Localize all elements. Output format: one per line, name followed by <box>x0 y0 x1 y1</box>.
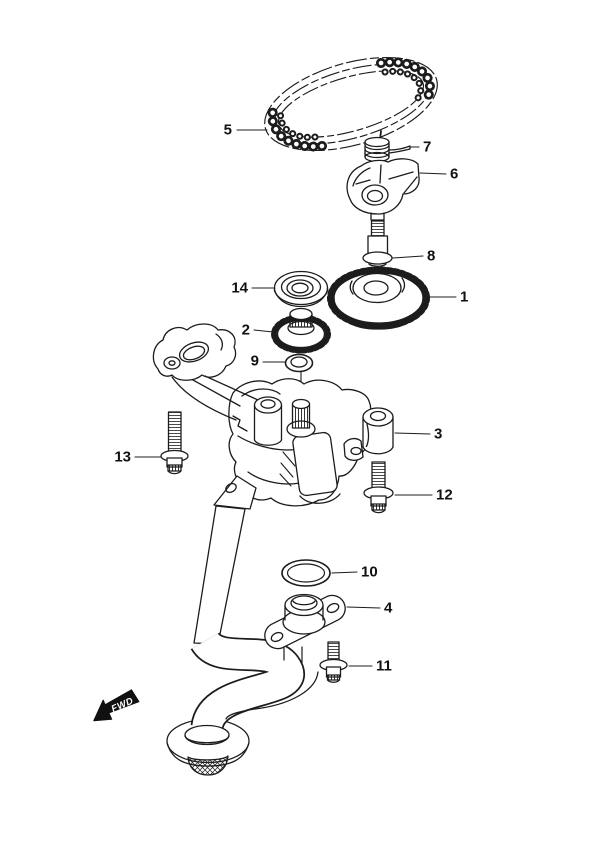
pump-gear <box>271 307 331 354</box>
callout-2: 2 <box>242 322 274 339</box>
chain-tensioner <box>346 158 420 221</box>
body-bolt-12 <box>363 461 394 514</box>
oil-pump-body <box>152 323 394 507</box>
svg-text:4: 4 <box>384 600 393 617</box>
svg-text:1: 1 <box>460 289 468 306</box>
flange-bolt-11 <box>319 641 348 683</box>
callout-10: 10 <box>331 564 378 581</box>
callout-13: 13 <box>114 449 162 466</box>
callout-3: 3 <box>394 426 442 443</box>
svg-text:8: 8 <box>427 248 435 265</box>
callout-1: 1 <box>427 289 468 306</box>
callout-5: 5 <box>224 122 268 139</box>
diagram-lines: FWD 5 7 6 8 14 <box>93 57 468 776</box>
pump-driveshaft <box>286 398 316 438</box>
pickup-flange <box>264 593 346 650</box>
pickup-tube-and-strainer <box>166 630 319 776</box>
tensioner-bolt <box>362 220 393 267</box>
callout-12: 12 <box>394 487 453 504</box>
svg-text:9: 9 <box>251 353 259 370</box>
body-bolt-13 <box>160 411 189 475</box>
svg-text:12: 12 <box>436 487 453 504</box>
washer <box>284 353 314 400</box>
drive-sprocket <box>327 266 430 330</box>
fwd-arrow: FWD <box>93 688 140 722</box>
svg-text:2: 2 <box>242 322 250 339</box>
callout-8: 8 <box>392 248 435 265</box>
callout-4: 4 <box>346 600 393 617</box>
callout-11: 11 <box>348 658 392 675</box>
svg-text:7: 7 <box>423 139 431 156</box>
callout-9: 9 <box>251 353 286 370</box>
pump-bracket <box>152 323 237 381</box>
callout-7: 7 <box>410 139 431 156</box>
svg-text:14: 14 <box>231 280 248 297</box>
chain-links-right <box>376 57 435 107</box>
pump-right-boss <box>343 407 394 461</box>
fwd-arrow-icon <box>93 689 140 722</box>
pump-front-block <box>292 431 338 497</box>
o-ring <box>281 559 331 587</box>
callout-6: 6 <box>419 166 458 183</box>
svg-text:6: 6 <box>450 166 458 183</box>
chain-links-left <box>267 106 327 152</box>
svg-text:10: 10 <box>361 564 378 581</box>
svg-text:11: 11 <box>376 658 392 675</box>
svg-text:13: 13 <box>114 449 131 466</box>
svg-text:5: 5 <box>224 122 232 139</box>
pump-center-boss <box>253 396 283 446</box>
svg-text:3: 3 <box>434 426 442 443</box>
pickup-bracket <box>193 475 257 645</box>
timing-chain <box>264 57 438 152</box>
bearing <box>273 270 329 308</box>
callouts: 5 7 6 8 14 1 2 <box>114 122 468 675</box>
callout-14: 14 <box>231 280 275 297</box>
tensioner-spring <box>364 130 411 163</box>
